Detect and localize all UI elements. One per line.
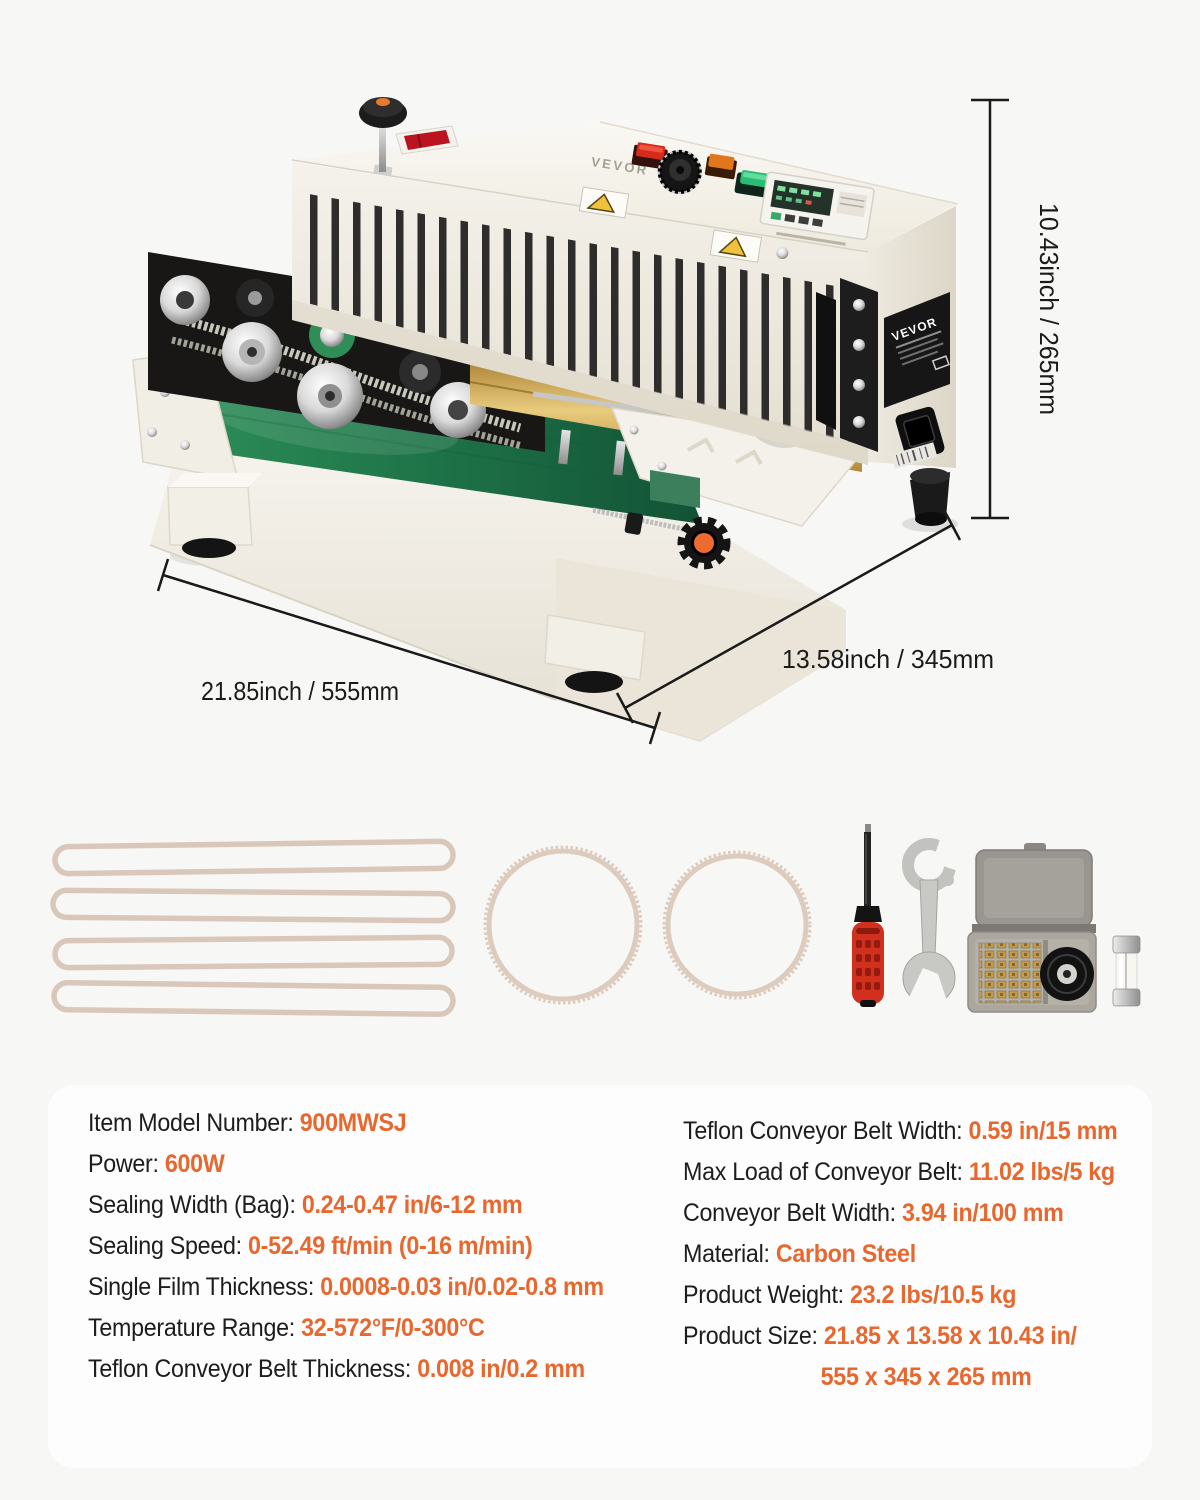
spec-value: 0.24-0.47 in/6-12 mm <box>301 1191 523 1219</box>
dimension-length <box>156 558 662 745</box>
spec-value: 3.94 in/100 mm <box>901 1199 1064 1227</box>
spec-row: Single Film Thickness: 0.0008-0.03 in/0.… <box>88 1267 604 1308</box>
temperature-controller <box>759 171 875 246</box>
dimension-label-width: 13.58inch / 345mm <box>782 644 994 674</box>
spec-value: 0.008 in/0.2 mm <box>417 1355 585 1383</box>
spec-label: Conveyor Belt Width: <box>683 1199 902 1227</box>
letter-stamp-box-image <box>967 843 1097 1013</box>
spec-row: Temperature Range: 32-572°F/0-300°C <box>88 1308 604 1349</box>
conveyor-base <box>149 446 846 742</box>
teflon-belt-strips-image <box>50 838 456 1018</box>
spec-card: Item Model Number: 900MWSJ Power: 600W S… <box>48 1085 1152 1468</box>
spec-value: 600W <box>164 1150 225 1178</box>
spec-label: Teflon Conveyor Belt Thickness: <box>88 1355 418 1383</box>
dimension-height <box>971 98 1009 520</box>
spec-value: 900MWSJ <box>299 1109 407 1137</box>
spec-label: Product Weight: <box>683 1281 850 1309</box>
pressure-knob <box>359 97 407 177</box>
fuse-image <box>1112 935 1141 1007</box>
side-label: VEVOR <box>884 292 950 408</box>
spec-column-right: Teflon Conveyor Belt Width: 0.59 in/15 m… <box>683 1085 1118 1398</box>
accessories-photo <box>50 824 1141 1018</box>
power-switch-red <box>631 142 668 170</box>
deck-screw <box>776 246 789 259</box>
switch-orange <box>704 153 737 180</box>
spec-row: Product Weight: 23.2 lbs/10.5 kg <box>683 1275 1117 1316</box>
spec-row: Conveyor Belt Width: 3.94 in/100 mm <box>683 1193 1117 1234</box>
spec-label: Power: <box>88 1150 165 1178</box>
spec-value: Carbon Steel <box>775 1240 916 1268</box>
spec-row: Sealing Speed: 0-52.49 ft/min (0-16 m/mi… <box>88 1226 604 1267</box>
hook-wrench-image <box>902 835 970 1010</box>
spec-label: Product Size: <box>683 1322 824 1350</box>
spec-value: 21.85 x 13.58 x 10.43 in/ <box>823 1322 1077 1350</box>
adjust-knob-cap <box>694 533 714 553</box>
spec-row: Teflon Conveyor Belt Width: 0.59 in/15 m… <box>683 1111 1118 1152</box>
spec-value: 23.2 lbs/10.5 kg <box>849 1281 1017 1309</box>
control-panel: VEVOR <box>578 142 875 263</box>
speed-knob <box>657 149 702 194</box>
spec-row: Item Model Number: 900MWSJ <box>88 1103 604 1144</box>
spec-value: 0.59 in/15 mm <box>968 1117 1118 1145</box>
round-drive-belts-image <box>483 845 812 1005</box>
side-tower: VEVOR <box>868 206 956 526</box>
tension-adjuster <box>592 470 731 570</box>
vent-grille <box>303 193 858 444</box>
spec-row: Sealing Width (Bag): 0.24-0.47 in/6-12 m… <box>88 1185 604 1226</box>
warning-sticker <box>578 186 630 219</box>
spec-label: Sealing Width (Bag): <box>88 1191 302 1219</box>
spec-row: Teflon Conveyor Belt Thickness: 0.008 in… <box>88 1349 604 1390</box>
ink-ribbon-roll-image <box>1040 947 1094 1001</box>
product-photo: VEVOR <box>132 97 1064 745</box>
tower-foot <box>910 468 950 526</box>
barcode-sticker <box>890 442 938 469</box>
dimension-width <box>615 509 962 724</box>
indicator-lamp <box>395 125 459 155</box>
spec-column-left: Item Model Number: 900MWSJ Power: 600W S… <box>88 1085 604 1390</box>
spec-row: Max Load of Conveyor Belt: 11.02 lbs/5 k… <box>683 1152 1117 1193</box>
spec-value: 0-52.49 ft/min (0-16 m/min) <box>247 1232 533 1260</box>
spec-label: Sealing Speed: <box>88 1232 248 1260</box>
spec-label: Material: <box>683 1240 776 1268</box>
warning-sticker <box>709 229 763 263</box>
machine-feet <box>167 473 646 693</box>
spec-value: 32-572°F/0-300°C <box>301 1314 485 1342</box>
spec-label: Teflon Conveyor Belt Width: <box>683 1117 969 1145</box>
spec-row: Material: Carbon Steel <box>683 1234 1117 1275</box>
screwdriver-image <box>852 824 884 1007</box>
spec-label: Temperature Range: <box>88 1314 302 1342</box>
spec-label: Item Model Number: <box>88 1109 300 1137</box>
frame-columns <box>816 278 878 452</box>
spec-label: Max Load of Conveyor Belt: <box>683 1158 969 1186</box>
spec-row: Product Size: 21.85 x 13.58 x 10.43 in/ <box>683 1316 1117 1357</box>
spec-value: 555 x 345 x 265 mm <box>820 1363 1032 1391</box>
brass-type-set <box>978 942 1042 1004</box>
spec-value: 0.0008-0.03 in/0.02-0.8 mm <box>320 1273 604 1301</box>
spec-row: Power: 600W <box>88 1144 604 1185</box>
spec-label: Single Film Thickness: <box>88 1273 321 1301</box>
spec-value: 11.02 lbs/5 kg <box>968 1158 1115 1186</box>
dimension-label-height: 10.43inch / 265mm <box>1034 203 1064 415</box>
spec-row-continuation: 555 x 345 x 265 mm <box>683 1357 1117 1398</box>
dimension-label-length: 21.85inch / 555mm <box>201 676 399 706</box>
